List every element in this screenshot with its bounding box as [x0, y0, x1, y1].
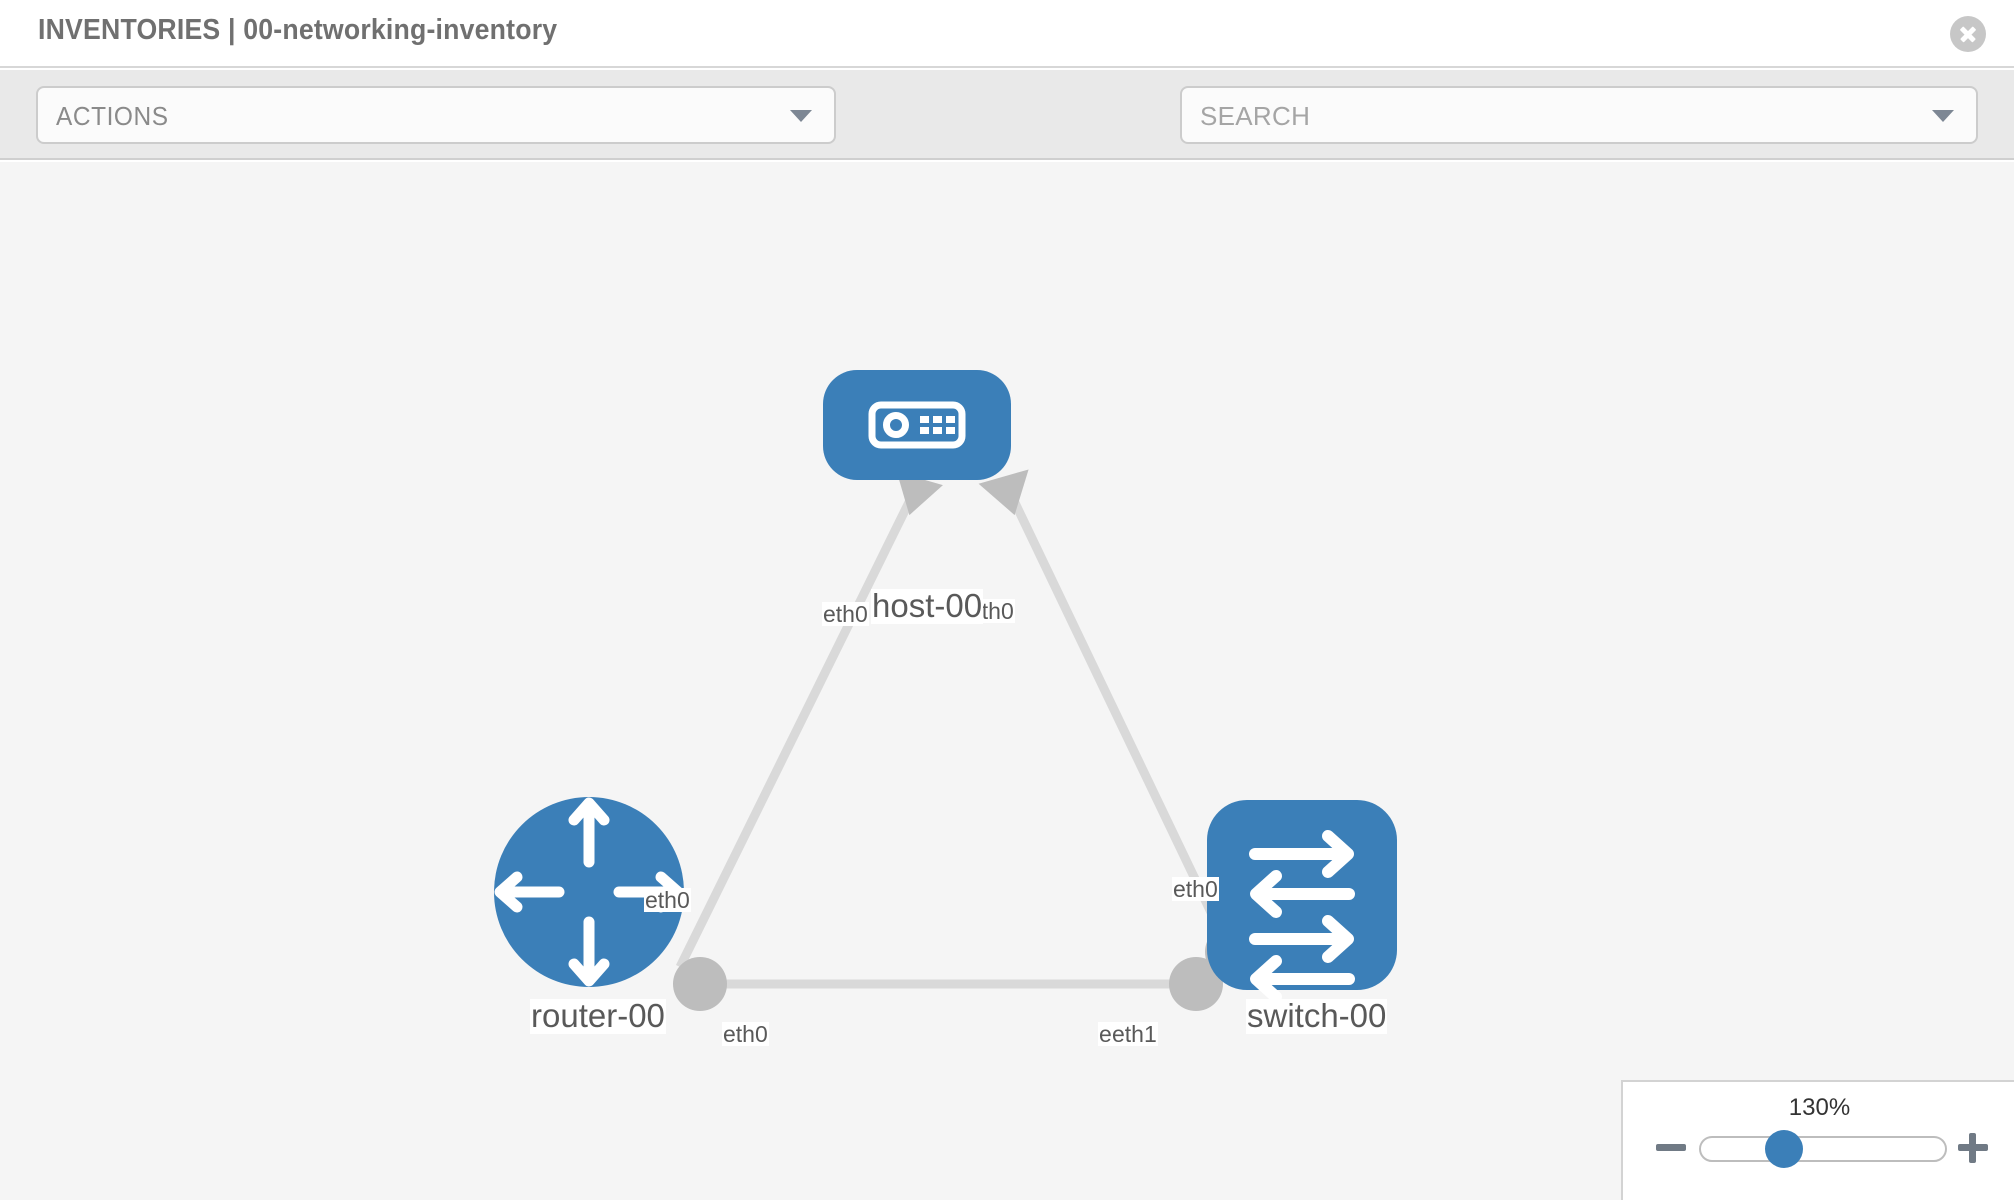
page-header: INVENTORIES | 00-networking-inventory: [0, 0, 2014, 68]
switch-arrows-icon: [1249, 830, 1355, 1003]
port-host-left: [896, 471, 943, 516]
link-host-router: [675, 482, 923, 969]
search-input[interactable]: SEARCH: [1180, 86, 1978, 144]
plus-icon[interactable]: [1955, 1130, 1991, 1166]
zoom-control-panel: 130%: [1621, 1080, 2014, 1200]
zoom-percent-label: 130%: [1788, 1094, 1851, 1121]
page-title: INVENTORIES | 00-networking-inventory: [38, 14, 558, 46]
interface-label: eth0: [644, 887, 691, 913]
chevron-down-icon: [790, 110, 812, 122]
topology-graph: [494, 370, 1397, 1011]
node-label-router: router-00: [530, 997, 666, 1034]
interface-label: eth1: [1111, 1021, 1158, 1047]
link-host-switch: [1001, 482, 1235, 954]
port-group: [673, 469, 1259, 1011]
port-router-right: [673, 957, 727, 1011]
search-chevron-down-icon[interactable]: [1932, 110, 1954, 122]
actions-dropdown-label: ACTIONS: [56, 101, 169, 131]
node-switch-00: [1207, 800, 1397, 1003]
interface-label: eth0: [722, 1021, 769, 1047]
node-label-switch: switch-00: [1246, 997, 1388, 1034]
port-host-right: [978, 469, 1029, 516]
node-label-host: host-00: [871, 587, 984, 624]
close-circle-icon[interactable]: [1950, 16, 1986, 52]
interface-label: eth0: [1172, 876, 1219, 902]
toolbar: ACTIONS SEARCH: [0, 70, 2014, 203]
port-switch-left: [1169, 957, 1223, 1011]
minus-icon[interactable]: [1653, 1130, 1689, 1166]
server-icon: [868, 401, 966, 449]
link-group: [675, 482, 1235, 989]
zoom-slider-thumb[interactable]: [1765, 1130, 1803, 1168]
zoom-slider-track[interactable]: [1699, 1136, 1947, 1162]
actions-dropdown[interactable]: ACTIONS: [36, 86, 836, 144]
node-host-00: [823, 370, 1011, 480]
search-placeholder: SEARCH: [1200, 101, 1311, 131]
topology-canvas[interactable]: eth0 eth0 eth0 eth0 eth0 eth eth1 host-0…: [0, 162, 2014, 1200]
interface-label: eth0: [822, 601, 869, 627]
